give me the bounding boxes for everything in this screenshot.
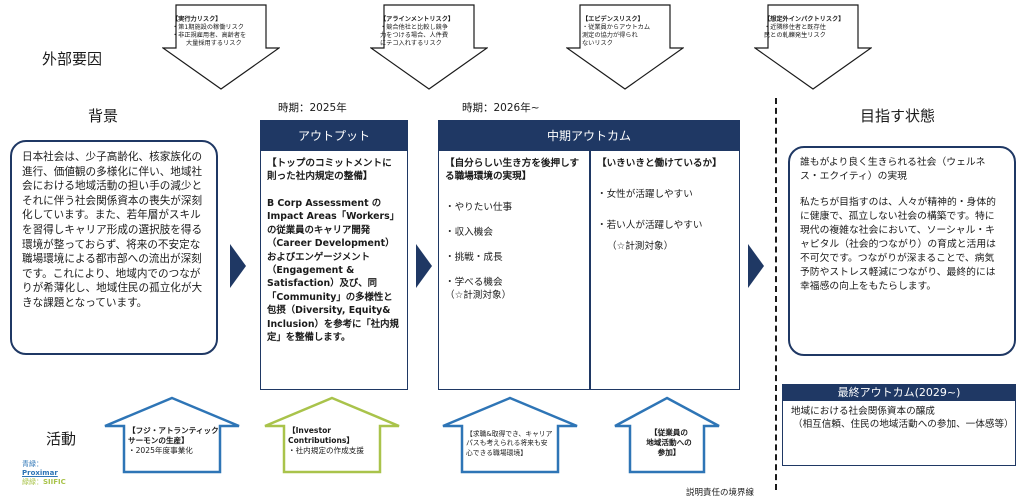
arrow-right-icon: [748, 244, 764, 288]
risk-arrow-unexpected-impact: 【想定外インパクトリスク】 ・近隣移住者と既存住 民との軋轢発生リスク: [754, 4, 872, 90]
mid-outcome-header: 中期アウトカム: [439, 121, 739, 151]
mid-left-item: ・挑戦・成長: [445, 252, 503, 263]
down-arrow-icon: [754, 4, 872, 90]
risk-line: 力をつける場合、人件費: [380, 32, 449, 39]
mid-right-title: 【いきいきと働けているか】: [597, 158, 722, 169]
accountability-boundary-label: 説明責任の境界線: [686, 488, 755, 498]
external-factors-label: 外部要因: [42, 50, 103, 68]
output-body: B Corp Assessment の Impact Areas「Workers…: [267, 198, 400, 344]
mid-outcome-panel: 中期アウトカム 【自分らしい生き方を後押しする職場環境の実現】 ・やりたい仕事 …: [438, 120, 740, 390]
activity-arrow-career: 【求職&取得でき、キャリア パスも考えられる将来も安 心できる職場環境】: [440, 396, 580, 474]
target-state-label: 目指す状態: [860, 107, 936, 125]
activity-text: 【フジ・アトランティック サーモンの生産】 ・2025年度事業化: [128, 426, 220, 456]
down-arrow-icon: [566, 4, 684, 90]
down-arrow-icon: [162, 4, 280, 90]
activity-line: 【求職&取得でき、キャリア: [466, 430, 553, 438]
activity-line: パスも考えられる将来も安: [466, 439, 548, 448]
activity-text: 【従業員の 地域活動への 参加】: [634, 428, 704, 458]
risk-arrow-alignment: 【アラインメントリスク】 ・競合他社と比較し競争 力をつける場合、人件費 にテコ…: [370, 4, 488, 90]
activity-title: 【従業員の: [650, 428, 688, 437]
mid-right-note: （☆計測対象）: [607, 241, 674, 252]
background-label: 背景: [88, 107, 119, 125]
legend: 青緑： Proximar 緑緑：SIIFIC: [22, 460, 66, 487]
risk-line: ・従業員からアウトカム: [582, 24, 651, 31]
target-title: 誰もがより良く生きられる社会（ウェルネス・エクイティ）の実現: [800, 157, 986, 182]
risk-line: 測定の協力が得られ: [582, 32, 638, 39]
risk-line: 民との軋轢発生リスク: [764, 32, 826, 39]
risk-text: 【実行力リスク】 ・第1期施設の稼働リスク ・非正規雇用者、高齢者を 大量採用す…: [172, 16, 270, 48]
risk-line: 大量採用するリスク: [186, 40, 242, 47]
target-state-box: 誰もがより良く生きられる社会（ウェルネス・エクイティ）の実現 私たちが目指すのは…: [788, 146, 1016, 356]
output-header: アウトプット: [261, 121, 407, 151]
activity-line: ・社内規定の作成支援: [288, 446, 364, 455]
activity-title: 【Investor: [288, 426, 332, 435]
risk-line: ・第1期施設の稼働リスク: [172, 24, 244, 31]
risk-line: ないリスク: [582, 40, 613, 47]
up-arrow-icon: [442, 396, 578, 474]
mid-right-item: ・女性が活躍しやすい: [597, 189, 693, 200]
legend-blue-label: 青緑：: [22, 460, 43, 468]
mid-left-item: ・収入機会: [445, 227, 493, 238]
up-arrow-icon: [264, 396, 400, 474]
arrow-right-icon: [230, 244, 246, 288]
divider: [589, 151, 591, 389]
activity-title: Contributions】: [288, 436, 354, 445]
background-text: 日本社会は、少子高齢化、核家族化の進行、価値観の多様化に伴い、地域社会における地…: [22, 151, 203, 309]
risk-line: ・競合他社と比較し競争: [380, 24, 449, 31]
mid-outcome-right: 【いきいきと働けているか】 ・女性が活躍しやすい ・若い人が活躍しやすい （☆計…: [597, 157, 737, 253]
risk-arrow-evidence: 【エビデンスリスク】 ・従業員からアウトカム 測定の協力が得られ ないリスク: [566, 4, 684, 90]
final-outcome-header: 最終アウトカム(2029~): [783, 385, 1015, 401]
period-2025: 時期：2025年: [278, 102, 347, 114]
up-arrow-icon: [104, 396, 240, 474]
risk-title: 【実行力リスク】: [172, 16, 222, 23]
mid-left-title: 【自分らしい生き方を後押しする職場環境の実現】: [445, 158, 580, 182]
legend-blue-name: Proximar: [22, 469, 58, 477]
activity-line: 参加】: [657, 448, 681, 457]
output-panel: アウトプット 【トップのコミットメントに則った社内規定の整備】 B Corp A…: [260, 120, 408, 390]
risk-title: 【想定外インパクトリスク】: [764, 16, 845, 23]
risk-text: 【エビデンスリスク】 ・従業員からアウトカム 測定の協力が得られ ないリスク: [582, 16, 680, 48]
activity-text: 【Investor Contributions】 ・社内規定の作成支援: [288, 426, 380, 456]
mid-right-item: ・若い人が活躍しやすい: [597, 220, 703, 231]
activity-line: 心できる職場環境】: [466, 448, 528, 457]
risk-line: ・非正規雇用者、高齢者を: [172, 32, 247, 39]
accountability-boundary-line: [775, 98, 777, 490]
mid-left-item: ・やりたい仕事: [445, 202, 513, 213]
mid-left-item: ・学べる機会: [445, 277, 503, 288]
final-outcome-body: （相互信頼、住民の地域活動への参加、一体感等）: [793, 419, 1014, 430]
background-box: 日本社会は、少子高齢化、核家族化の進行、価値観の多様化に伴い、地域社会における地…: [10, 140, 218, 355]
activity-title: 【フジ・アトランティック: [128, 426, 219, 435]
risk-text: 【アラインメントリスク】 ・競合他社と比較し競争 力をつける場合、人件費 にテコ…: [380, 16, 478, 48]
activity-line: ・2025年度事業化: [128, 446, 193, 455]
final-outcome-panel: 最終アウトカム(2029~) 地域における社会関係資本の醸成 （相互信頼、住民の…: [782, 384, 1016, 466]
activities-label: 活動: [46, 430, 77, 448]
target-body: 私たちが目指すのは、人々が精神的・身体的に健康で、孤立しない社会の構築です。特に…: [800, 197, 996, 292]
risk-line: にテコ入れするリスク: [380, 40, 442, 47]
activity-title: サーモンの生産】: [128, 436, 189, 445]
mid-outcome-left: 【自分らしい生き方を後押しする職場環境の実現】 ・やりたい仕事 ・収入機会 ・挑…: [445, 157, 585, 302]
mid-left-note: （☆計測対象）: [445, 290, 512, 301]
activity-title: 地域活動への: [646, 438, 692, 447]
risk-arrow-execution: 【実行力リスク】 ・第1期施設の稼働リスク ・非正規雇用者、高齢者を 大量採用す…: [162, 4, 280, 90]
risk-title: 【アラインメントリスク】: [380, 16, 455, 23]
output-subtitle: 【トップのコミットメントに則った社内規定の整備】: [267, 158, 392, 182]
activity-text: 【求職&取得でき、キャリア パスも考えられる将来も安 心できる職場環境】: [466, 430, 558, 458]
up-arrow-icon: [614, 396, 720, 474]
risk-title: 【エビデンスリスク】: [582, 16, 644, 23]
risk-line: ・近隣移住者と既存住: [764, 24, 826, 31]
activity-arrow-salmon: 【フジ・アトランティック サーモンの生産】 ・2025年度事業化: [102, 396, 242, 474]
legend-green-name: SIIFIC: [43, 478, 66, 486]
period-2026: 時期：2026年~: [462, 102, 540, 114]
arrow-right-icon: [416, 244, 432, 288]
final-outcome-title: 地域における社会関係資本の醸成: [791, 406, 935, 417]
activity-arrow-community: 【従業員の 地域活動への 参加】: [612, 396, 722, 474]
down-arrow-icon: [370, 4, 488, 90]
legend-green-label: 緑緑：: [22, 478, 43, 486]
risk-text: 【想定外インパクトリスク】 ・近隣移住者と既存住 民との軋轢発生リスク: [764, 16, 862, 40]
activity-arrow-investor: 【Investor Contributions】 ・社内規定の作成支援: [262, 396, 402, 474]
